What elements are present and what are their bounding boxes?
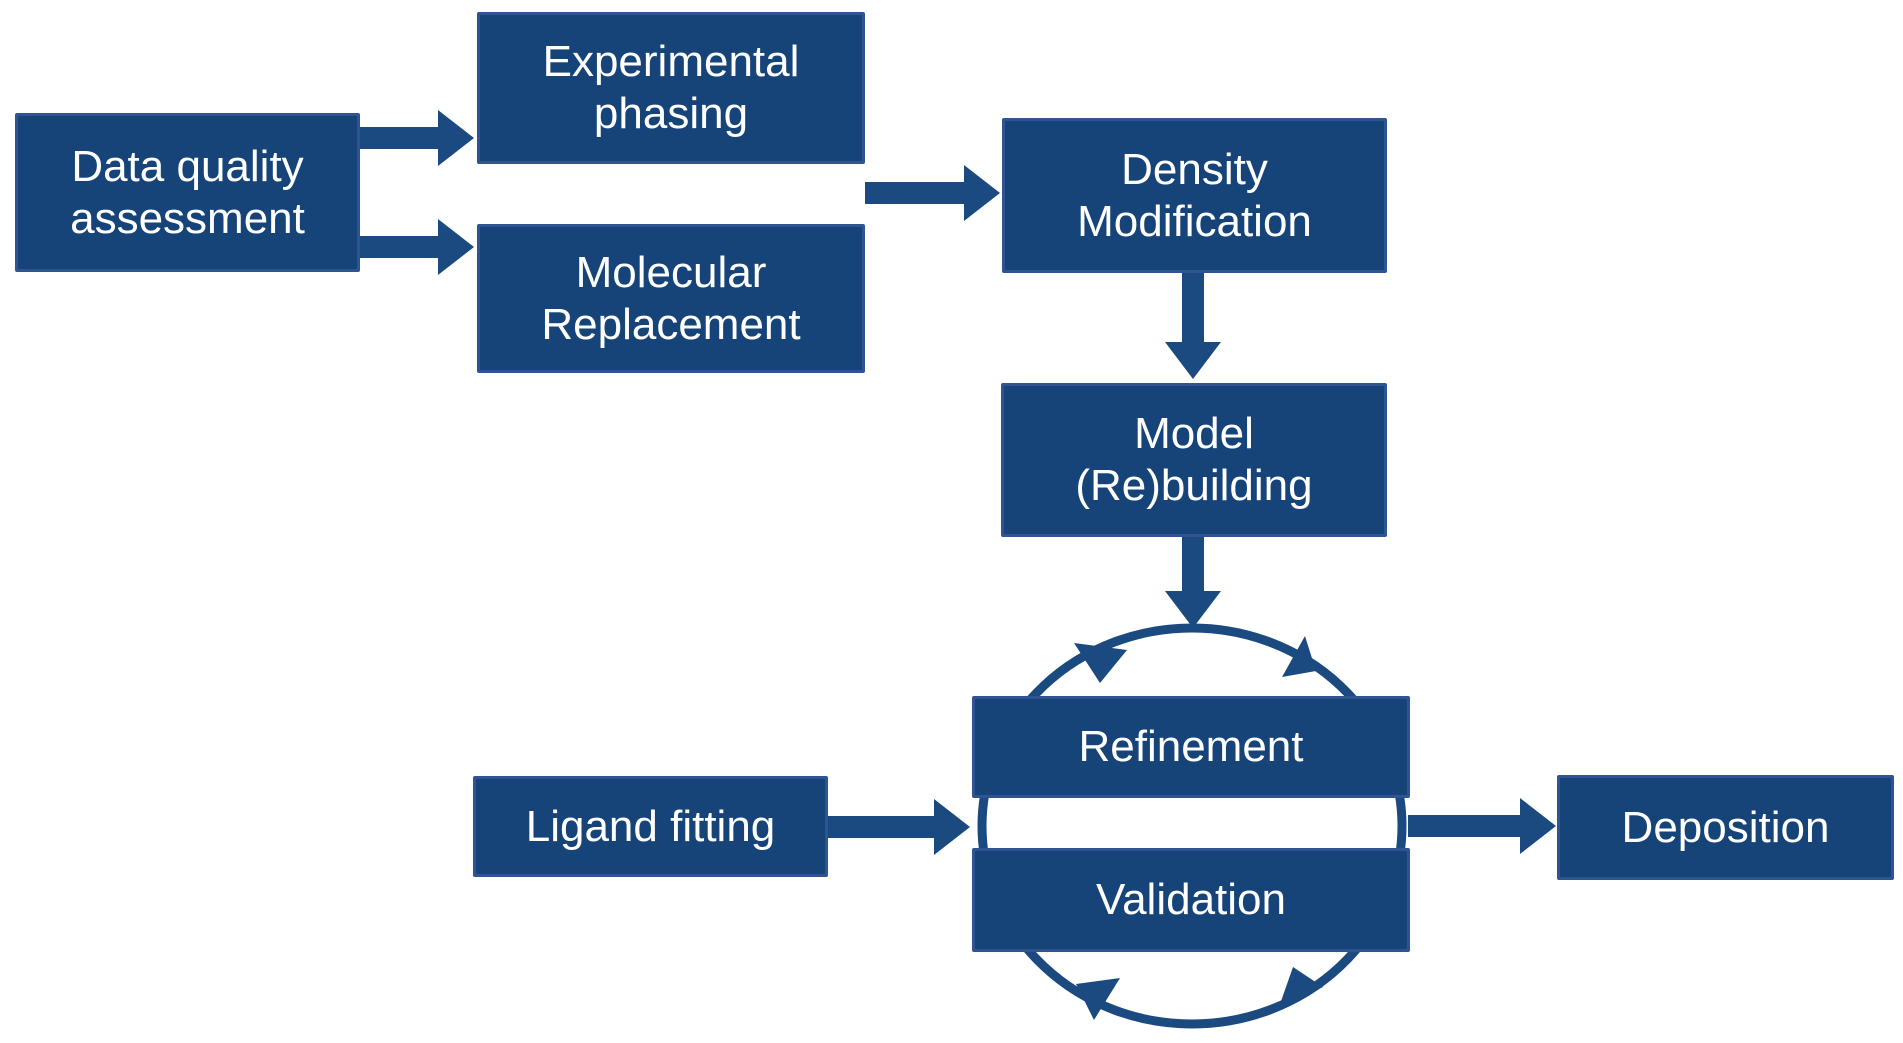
node-validation: Validation	[972, 848, 1410, 952]
node-label: Validation	[1096, 875, 1286, 925]
node-deposition: Deposition	[1557, 775, 1894, 880]
cycle-arrowhead-bottom-left	[1076, 978, 1120, 1020]
node-label: Refinement	[1078, 722, 1304, 772]
node-label: Deposition	[1621, 802, 1830, 852]
arrow-phasing-to-densitymodification	[865, 165, 1000, 221]
node-density-modification: Density Modification	[1002, 118, 1387, 273]
arrow-densitymodification-to-modelrebuilding	[1165, 273, 1221, 379]
node-label: Ligand fitting	[525, 801, 776, 851]
node-label: Model (Re)building	[1075, 409, 1313, 510]
arrow-dataquality-to-experimentalphasing	[360, 110, 474, 166]
node-label: Molecular Replacement	[541, 247, 801, 349]
arrow-ligandfitting-to-cycle	[828, 799, 970, 855]
node-label: Density Modification	[1077, 144, 1312, 246]
cycle-arrowhead-top-right	[1282, 636, 1316, 677]
cycle-gap-band	[992, 799, 1392, 848]
node-ligand-fitting: Ligand fitting	[473, 776, 828, 877]
node-refinement: Refinement	[972, 696, 1410, 798]
arrow-modelrebuilding-to-cycle	[1165, 537, 1221, 628]
node-experimental-phasing: Experimental phasing	[477, 12, 865, 164]
cycle-circle	[977, 623, 1407, 1029]
node-model-rebuilding: Model (Re)building	[1001, 383, 1387, 537]
node-data-quality-assessment: Data quality assessment	[15, 113, 360, 272]
cycle-arrowhead-bottom-right	[1279, 967, 1323, 1007]
node-molecular-replacement: Molecular Replacement	[477, 224, 865, 373]
arrow-cycle-to-deposition	[1408, 798, 1556, 854]
cycle-arrowhead-top-left	[1074, 643, 1127, 683]
node-label: Data quality assessment	[70, 141, 305, 243]
arrow-dataquality-to-molecularreplacement	[360, 219, 474, 275]
node-label: Experimental phasing	[542, 37, 800, 138]
